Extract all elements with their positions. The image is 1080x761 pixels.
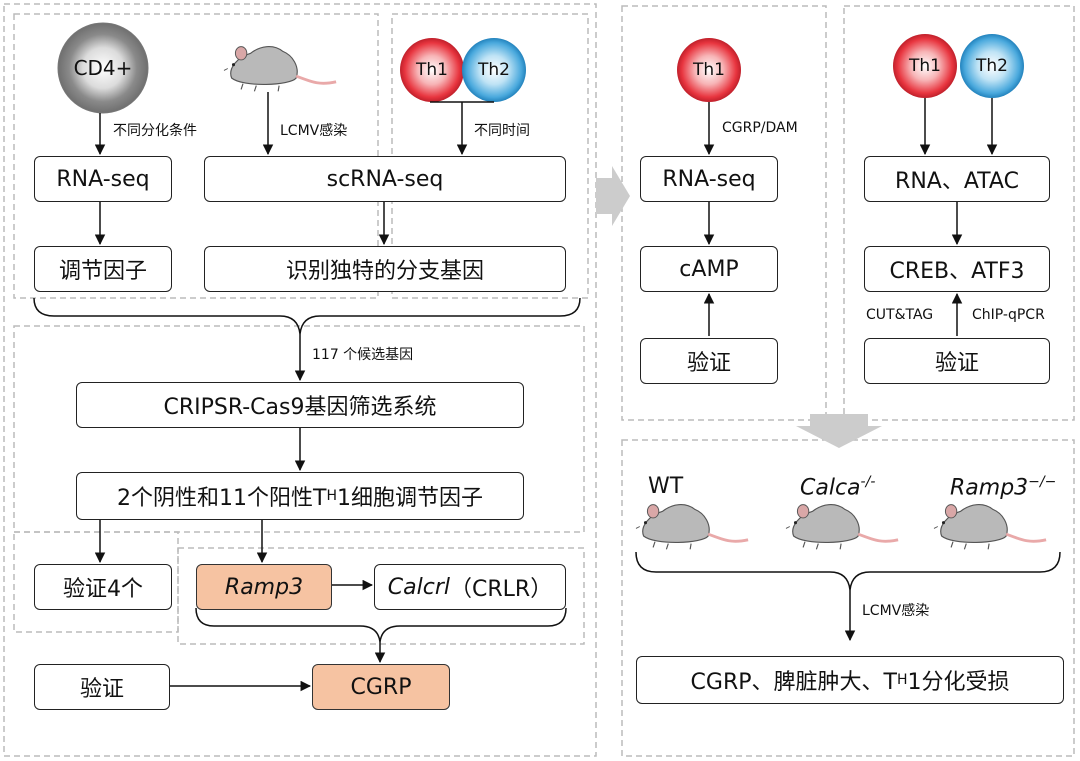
cd4-label: CD4+	[73, 56, 133, 80]
creb-atf3-box: CREB、ATF3	[864, 246, 1050, 292]
th1-cell-icon-mid	[677, 38, 741, 102]
grey-arrow-down	[796, 414, 882, 448]
result-text-b: 1分化受损	[907, 670, 1010, 695]
dashed-frames	[3, 3, 1075, 757]
label-cgrp-dam: CGRP/DAM	[722, 120, 798, 136]
th2-cell-icon-left	[462, 38, 526, 102]
ramp3-box: Ramp3	[196, 564, 332, 610]
rna-atac-box: RNA、ATAC	[864, 156, 1050, 202]
calcrl-rest: （CRLR）	[450, 577, 553, 602]
verify-box-right: 验证	[864, 338, 1050, 384]
rnaseq-box: RNA-seq	[34, 156, 172, 202]
regulators13-text-a: 2个阴性和11个阳性T	[117, 486, 327, 511]
th1-label-left: Th1	[416, 60, 448, 80]
camp-box: cAMP	[640, 246, 778, 292]
calca-sup: -/-	[860, 474, 876, 490]
scrnaseq-box: scRNA-seq	[204, 156, 566, 202]
th1-cell-icon-right	[893, 34, 957, 98]
label-cuttag: CUT&TAG	[866, 307, 934, 323]
th2-label-left: Th2	[478, 60, 510, 80]
crispr-box: CRIPSR-Cas9基因筛选系统	[76, 382, 524, 428]
grey-arrow-right	[596, 166, 630, 226]
ramp3-label: Ramp3−/−	[950, 474, 1056, 500]
result-sub: H	[896, 672, 908, 688]
verify-box-left: 验证	[34, 664, 170, 710]
ramp3-text: Ramp3	[950, 475, 1029, 501]
mouse-icon-calca	[784, 503, 900, 551]
branch-genes-box: 识别独特的分支基因	[204, 246, 566, 292]
connectors	[33, 92, 1061, 692]
label-candidates: 117 个候选基因	[312, 347, 414, 363]
label-lcmv: LCMV感染	[280, 123, 348, 139]
mouse-icon-ramp3	[932, 503, 1048, 551]
th1-label-right: Th1	[909, 56, 941, 76]
wt-label: WT	[648, 474, 684, 499]
calcrl-box: Calcrl（CRLR）	[374, 564, 566, 610]
ramp3-sup: −/−	[1028, 474, 1057, 490]
label-conditions: 不同分化条件	[113, 123, 197, 139]
calca-label: Calca-/-	[800, 474, 875, 500]
mouse-icon-lcmv	[222, 45, 338, 93]
cgrp-box: CGRP	[312, 664, 450, 710]
th1-label-mid: Th1	[693, 60, 725, 80]
th1-cell-icon-left	[400, 38, 464, 102]
verify4-box: 验证4个	[34, 564, 172, 610]
label-lcmv-bottom: LCMV感染	[862, 603, 930, 619]
regulators-box: 调节因子	[34, 246, 172, 292]
th2-cell-icon-right	[960, 34, 1024, 98]
label-time: 不同时间	[474, 123, 530, 139]
regulators13-text-b: 1细胞调节因子	[336, 486, 483, 511]
result-text-a: CGRP、脾脏肿大、T	[690, 670, 897, 695]
rnaseq-box-mid: RNA-seq	[640, 156, 778, 202]
verify-box-mid: 验证	[640, 338, 778, 384]
label-chip: ChIP-qPCR	[972, 307, 1045, 323]
cd4-cell-icon	[57, 22, 149, 114]
regulators13-sub: H	[326, 488, 337, 504]
th2-label-right: Th2	[976, 56, 1008, 76]
calcrl-italic: Calcrl	[387, 574, 450, 600]
calca-text: Calca	[800, 475, 861, 501]
mouse-icon-wt	[634, 503, 750, 551]
